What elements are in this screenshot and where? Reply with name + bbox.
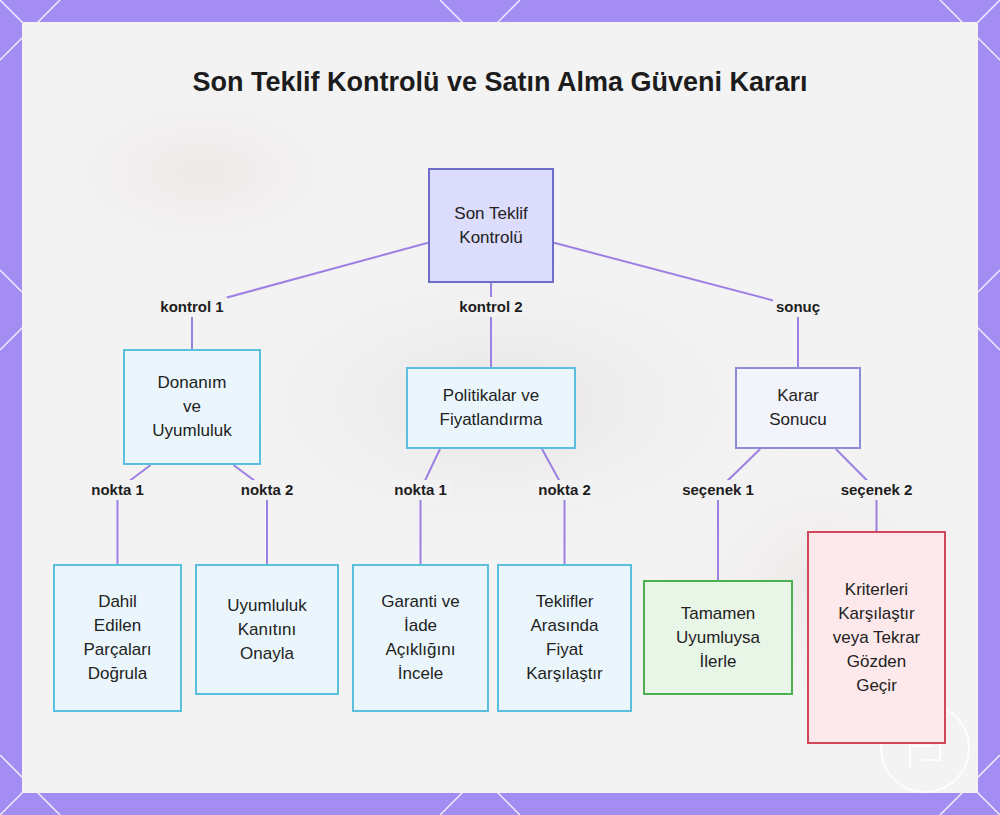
edge-label: seçenek 1 [679,480,757,500]
node-label: Teklifler Arasında Fiyat Karşılaştır [519,590,611,686]
edge-label: kontrol 1 [157,297,226,317]
edge-label: kontrol 2 [456,297,525,317]
edge-label: seçenek 2 [838,480,916,500]
node-label: Uyumluluk Kanıtını Onayla [215,594,320,666]
process-box: Dahil Edilen Parçaları Doğrula [53,564,182,712]
edge-label: nokta 2 [238,480,297,500]
root-box: Son Teklif Kontrolü [428,168,554,283]
process-box: Uyumluluk Kanıtını Onayla [195,564,339,695]
connector-line [542,449,565,564]
edge-label: nokta 1 [88,480,147,500]
process-box: Karar Sonucu [735,367,861,449]
node-label: Tamamen Uyumluysa İlerle [668,602,768,674]
connector-line [490,283,492,367]
process-box: Politikalar ve Fiyatlandırma [406,367,576,449]
process-box: Kriterleri Karşılaştır veya Tekrar Gözde… [807,531,946,744]
node-label: Politikalar ve Fiyatlandırma [421,384,561,432]
edge-label: sonuç [773,297,823,317]
edge-label: nokta 1 [391,480,450,500]
node-label: Karar Sonucu [763,384,833,432]
process-box: Teklifler Arasında Fiyat Karşılaştır [497,564,632,712]
edge-label: nokta 2 [535,480,594,500]
node-label: Son Teklif Kontrolü [448,202,534,250]
node-label: Garanti ve İade Açıklığını İncele [373,590,468,686]
process-box: Donanım ve Uyumluluk [123,349,261,465]
diagram-title: Son Teklif Kontrolü ve Satın Alma Güveni… [150,66,850,99]
node-label: Dahil Edilen Parçaları Doğrula [73,590,163,686]
connector-line [554,243,798,367]
node-label: Donanım ve Uyumluluk [147,371,237,443]
connector-line [192,243,428,349]
connector-line [421,449,441,564]
process-box: Garanti ve İade Açıklığını İncele [352,564,489,712]
process-box: Tamamen Uyumluysa İlerle [643,580,793,695]
connector-line [718,449,760,580]
node-label: Kriterleri Karşılaştır veya Tekrar Gözde… [833,578,921,698]
